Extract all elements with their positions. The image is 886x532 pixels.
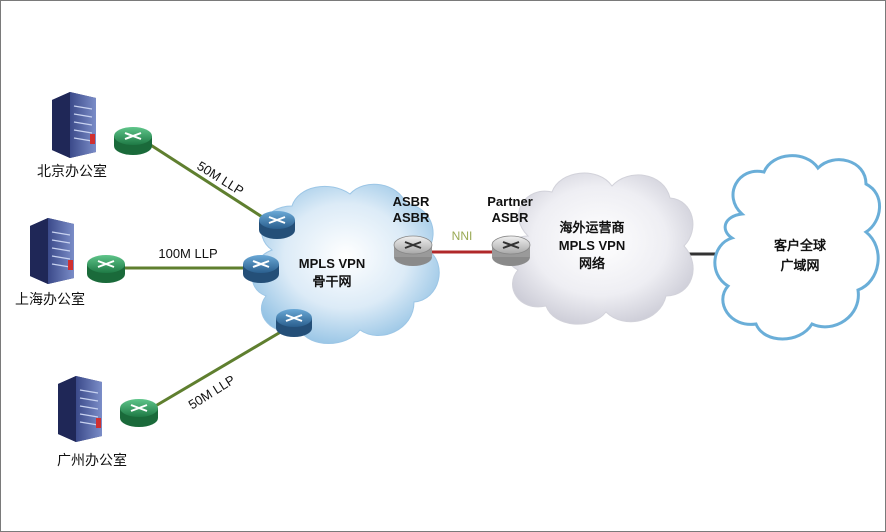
shanghai-llp-label: 100M LLP: [158, 246, 217, 261]
asbr-label-line1: ASBR: [393, 194, 430, 209]
partner-asbr-router-icon: [491, 235, 531, 266]
asbr-label-line2: ASBR: [393, 210, 430, 225]
beijing-office-label: 北京办公室: [37, 163, 107, 179]
beijing-building-icon: [52, 92, 96, 158]
nni-label: NNI: [452, 229, 473, 243]
pe-router-bottom-icon: [276, 309, 312, 337]
shanghai-building-icon: [30, 218, 74, 284]
beijing-llp-line: [145, 140, 271, 224]
shanghai-office-label: 上海办公室: [15, 291, 85, 307]
backbone-label-line1: MPLS VPN: [299, 256, 365, 271]
overseas-label-line1: 海外运营商: [559, 220, 624, 235]
mpls-backbone-cloud: [251, 183, 440, 344]
beijing-router-icon: [114, 127, 152, 155]
customer-wan-label-line1: 客户全球: [774, 238, 827, 253]
overseas-label-line2: MPLS VPN: [559, 238, 625, 253]
guangzhou-llp-line: [151, 328, 285, 410]
asbr-router-icon: [393, 235, 433, 266]
guangzhou-office-label: 广州办公室: [57, 452, 127, 468]
customer-wan-label-line2: 广域网: [780, 258, 819, 273]
guangzhou-router-icon: [120, 399, 158, 427]
overseas-label-line3: 网络: [579, 256, 605, 271]
pe-router-top-icon: [259, 211, 295, 239]
partner-asbr-label-line2: ASBR: [492, 210, 529, 225]
guangzhou-building-icon: [58, 376, 102, 442]
backbone-label-line2: 骨干网: [312, 274, 351, 289]
partner-asbr-label-line1: Partner: [487, 194, 533, 209]
pe-router-middle-icon: [243, 255, 279, 283]
customer-wan-cloud: [713, 154, 881, 341]
overseas-mpls-cloud: [506, 172, 694, 325]
guangzhou-llp-label: 50M LLP: [186, 372, 238, 412]
shanghai-router-icon: [87, 255, 125, 283]
